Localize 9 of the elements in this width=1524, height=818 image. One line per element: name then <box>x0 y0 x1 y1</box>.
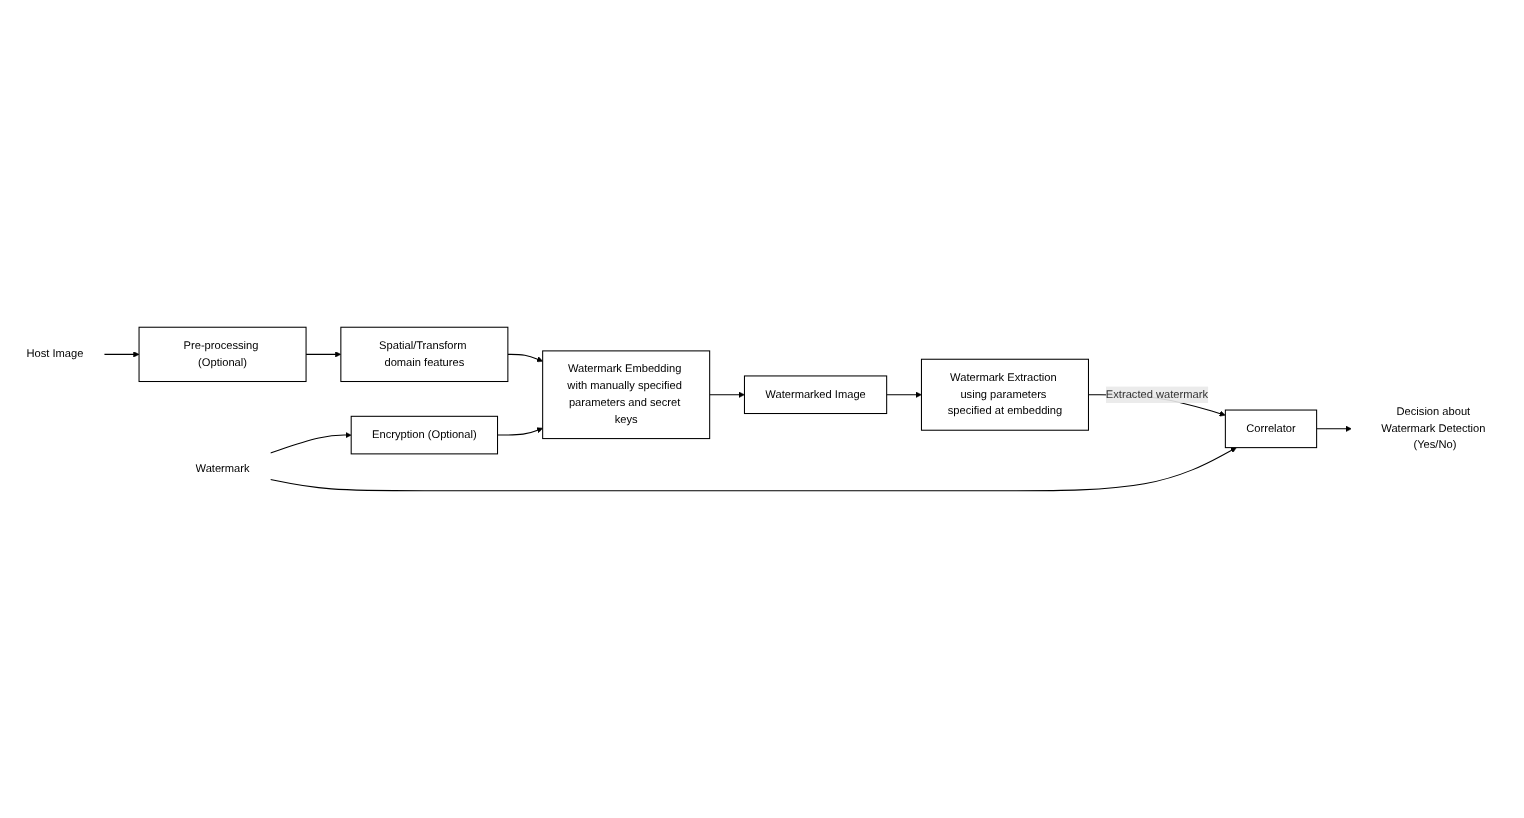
arrow <box>709 391 745 398</box>
arrow <box>103 351 140 358</box>
arrow <box>886 391 922 398</box>
arrow <box>269 432 352 454</box>
arrow <box>305 351 342 358</box>
arrow <box>507 353 543 363</box>
arrow <box>269 447 1237 492</box>
arrow <box>497 427 543 436</box>
arrow <box>1316 425 1352 432</box>
